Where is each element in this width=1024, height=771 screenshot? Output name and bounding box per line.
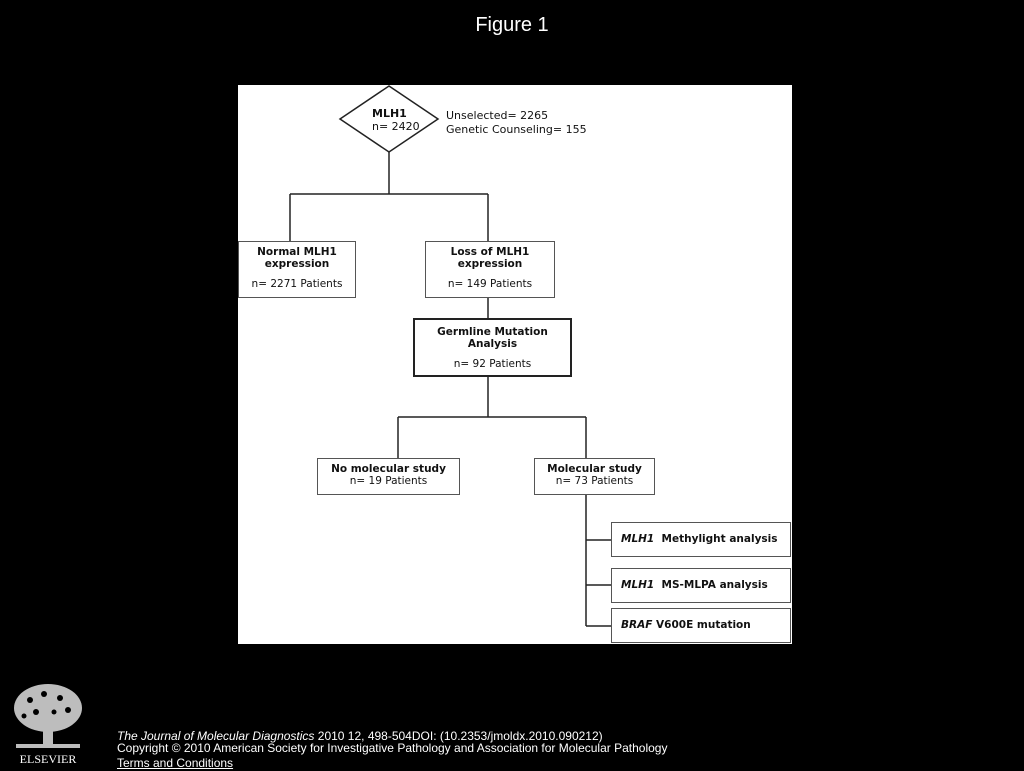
molecular-study-box: Molecular study n= 73 Patients	[534, 458, 655, 495]
method-box-methylight: MLH1 Methylight analysis	[611, 522, 791, 557]
method-gene: MLH1	[621, 533, 655, 545]
normal-expression-count: n= 2271 Patients	[251, 278, 343, 290]
flowchart-figure: MLH1 n= 2420 Unselected= 2265 Genetic Co…	[238, 85, 792, 644]
normal-expression-title-1: Normal MLH1	[257, 246, 337, 258]
method-gene: BRAF	[621, 619, 653, 631]
flowchart-connectors	[289, 85, 611, 627]
normal-expression-title-2: expression	[264, 258, 330, 270]
loss-expression-title-2: expression	[457, 258, 523, 270]
molecular-study-title: Molecular study	[547, 463, 642, 475]
citation-line: The Journal of Molecular Diagnostics 201…	[117, 729, 603, 743]
normal-expression-box: Normal MLH1 expression n= 2271 Patients	[238, 241, 356, 298]
elsevier-logo: ELSEVIER	[10, 682, 86, 766]
cohort-breakdown: Unselected= 2265 Genetic Counseling= 155	[446, 109, 587, 137]
loss-expression-count: n= 149 Patients	[447, 278, 533, 290]
journal-name: The Journal of Molecular Diagnostics	[117, 729, 315, 743]
method-box-braf: BRAF V600E mutation	[611, 608, 791, 643]
germline-analysis-title-2: Analysis	[467, 338, 518, 350]
cohort-genetic-counseling: Genetic Counseling= 155	[446, 123, 587, 136]
citation-details: 2010 12, 498-504DOI: (10.2353/jmoldx.201…	[314, 729, 603, 743]
method-label: Methylight analysis	[654, 533, 778, 545]
publisher-wordmark: ELSEVIER	[20, 752, 77, 766]
germline-analysis-count: n= 92 Patients	[453, 358, 532, 370]
germline-analysis-box: Germline Mutation Analysis n= 92 Patient…	[413, 318, 572, 377]
root-gene: MLH1	[372, 107, 407, 120]
copyright-line: Copyright © 2010 American Society for In…	[117, 741, 668, 755]
loss-expression-title-1: Loss of MLH1	[450, 246, 530, 258]
molecular-study-count: n= 73 Patients	[555, 475, 634, 487]
method-label: V600E mutation	[652, 619, 751, 631]
no-molecular-study-box: No molecular study n= 19 Patients	[317, 458, 460, 495]
terms-link[interactable]: Terms and Conditions	[117, 756, 234, 770]
elsevier-tree-icon: ELSEVIER	[14, 684, 82, 766]
no-molecular-study-count: n= 19 Patients	[349, 475, 428, 487]
method-gene: MLH1	[621, 579, 655, 591]
cohort-unselected: Unselected= 2265	[446, 109, 549, 122]
root-count: n= 2420	[372, 120, 420, 133]
slide-title: Figure 1	[475, 14, 549, 36]
no-molecular-study-title: No molecular study	[331, 463, 446, 475]
method-label: MS-MLPA analysis	[654, 579, 768, 591]
loss-expression-box: Loss of MLH1 expression n= 149 Patients	[425, 241, 555, 298]
method-box-ms-mlpa: MLH1 MS-MLPA analysis	[611, 568, 791, 603]
root-label: MLH1 n= 2420	[372, 107, 420, 133]
germline-analysis-title-1: Germline Mutation	[437, 326, 548, 338]
